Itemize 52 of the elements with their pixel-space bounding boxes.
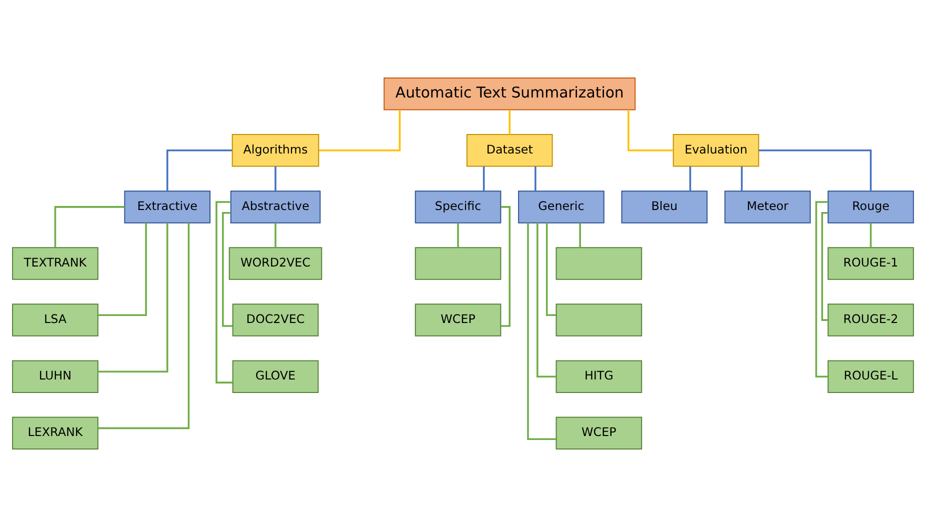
connector [457, 223, 459, 248]
node-box [556, 304, 642, 336]
connector [274, 223, 276, 248]
connector [534, 166, 536, 192]
connector [98, 222, 147, 316]
node-box: Evaluation [672, 134, 760, 167]
connector [54, 206, 125, 248]
connector [579, 223, 581, 248]
connector [274, 166, 276, 192]
node-box: LEXRANK [12, 416, 98, 450]
node-box [556, 247, 642, 280]
node-box: Algorithms [232, 134, 320, 167]
node-box: WCEP [556, 416, 642, 450]
node-box: LSA [12, 304, 98, 336]
connector [689, 166, 692, 192]
node-box: Meteor [724, 190, 811, 224]
node-box: Abstractive [230, 190, 321, 224]
connector [98, 222, 190, 430]
node-box: Automatic Text Summarization [384, 77, 636, 110]
connector [222, 212, 233, 327]
connector [166, 150, 232, 191]
connector [740, 166, 743, 192]
node-box: WCEP [414, 304, 502, 336]
connector [628, 110, 674, 152]
connector [482, 166, 485, 192]
connector [508, 110, 511, 134]
node-box: ROUGE-1 [828, 247, 914, 280]
connector [527, 222, 556, 440]
connector [501, 206, 511, 327]
node-box: TEXTRANK [12, 247, 98, 280]
node-box: ROUGE-L [828, 360, 914, 393]
node-box [414, 247, 502, 280]
node-box: Rouge [828, 190, 914, 224]
connector [318, 110, 401, 152]
node-box: WORD2VEC [228, 247, 322, 280]
node-box: ROUGE-2 [828, 304, 914, 336]
node-box: Generic [518, 190, 604, 224]
connector [98, 223, 168, 373]
connector [815, 201, 828, 378]
node-box: DOC2VEC [232, 304, 319, 336]
node-box: LUHN [12, 360, 98, 393]
node-box: Extractive [124, 190, 210, 224]
connector [546, 222, 556, 316]
connector [536, 222, 556, 378]
node-box: HITG [556, 360, 642, 393]
connector [870, 223, 872, 248]
node-box: GLOVE [232, 360, 319, 393]
node-box: Dataset [466, 134, 553, 167]
node-box: Bleu [621, 190, 708, 224]
connector [758, 150, 872, 191]
connector [821, 212, 828, 321]
node-box: Specific [414, 190, 502, 224]
